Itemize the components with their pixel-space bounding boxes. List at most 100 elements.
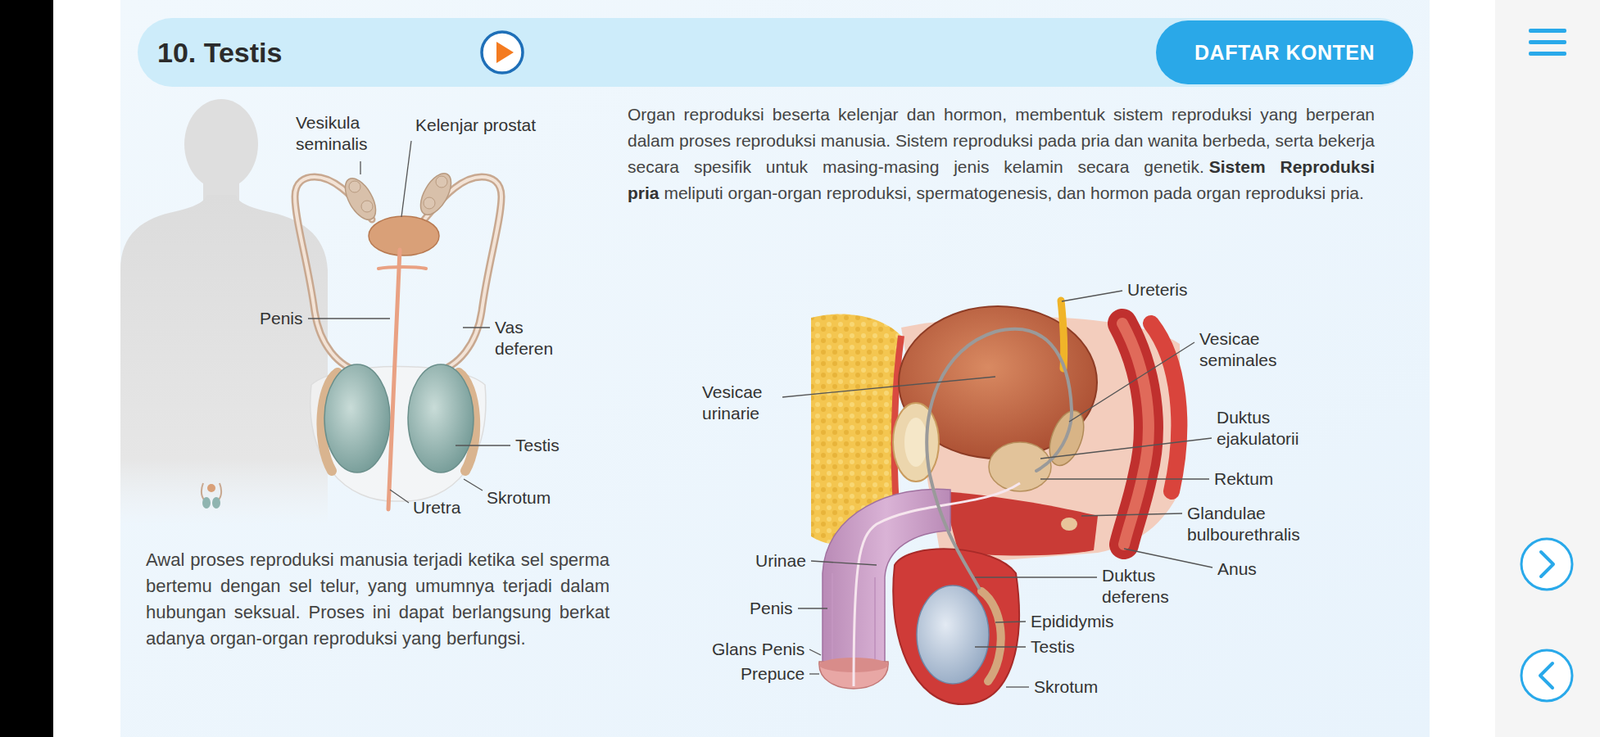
- part-label: Epididymis: [1030, 611, 1115, 633]
- seminal-vesicle: [349, 181, 361, 193]
- part-label: Testis: [515, 435, 560, 457]
- seminal-vesicle: [435, 176, 448, 188]
- part-label: Ureteris: [1127, 279, 1188, 301]
- body-text: meliputi organ-organ reproduksi, spermat…: [663, 183, 1365, 203]
- organ-side-view: [822, 489, 951, 666]
- page-background: [1495, 0, 1600, 737]
- leader-line: [1040, 478, 1210, 480]
- part-label: Glans Penis: [711, 639, 805, 661]
- menu-icon: [1528, 28, 1567, 33]
- leader-line: [809, 649, 821, 656]
- body-paragraph: Organ reproduksi beserta kelenjar dan ho…: [627, 101, 1375, 207]
- title-band: 10. Testis DAFTAR KONTEN: [137, 18, 1414, 87]
- leader-line: [1006, 686, 1029, 688]
- organ-side-view: [892, 403, 939, 482]
- organ-side-view: [811, 300, 1180, 705]
- page-background: [0, 0, 54, 737]
- part-label: Vas deferen: [494, 317, 569, 360]
- part-label: Urinae: [755, 550, 807, 572]
- organ-front-view: [294, 168, 502, 510]
- prev-arrow: [1521, 650, 1573, 702]
- thumbnail-organs: [201, 483, 222, 509]
- node-text: 10. Testis: [157, 36, 282, 69]
- leader-line: [455, 444, 511, 446]
- leader-line: [308, 317, 390, 319]
- organ-front-view: [368, 216, 440, 256]
- leader-line: [811, 561, 877, 566]
- part-label: Glandulae bulbourethralis: [1187, 503, 1335, 546]
- next-arrow: [1541, 552, 1554, 577]
- organ-front-view: [324, 364, 390, 473]
- part-label: Penis: [259, 308, 304, 330]
- leader-line: [974, 576, 1097, 578]
- organ-side-view: [1060, 517, 1078, 531]
- body-silhouette: [120, 99, 328, 526]
- leader-line: [797, 607, 828, 609]
- part-label: Testis: [1030, 636, 1075, 658]
- prev-arrow: [1521, 650, 1573, 702]
- leader-line: [401, 140, 412, 218]
- body-text: Awal proses reproduksi manusia terjadi k…: [145, 549, 610, 649]
- leader-line: [782, 376, 996, 398]
- leader-line: [389, 489, 409, 504]
- leader-line: [1069, 342, 1195, 422]
- play-icon: [479, 29, 526, 76]
- thumbnail-organs: [212, 497, 221, 509]
- leader-line: [1081, 513, 1183, 517]
- body-silhouette: [120, 194, 328, 526]
- leader-line: [974, 646, 1026, 648]
- play-icon: [496, 41, 514, 64]
- content-button: DAFTAR KONTEN: [1155, 20, 1414, 85]
- part-label: Uretra: [412, 497, 461, 519]
- organ-side-view: [981, 591, 1002, 682]
- organ-side-view: [1122, 323, 1149, 545]
- play-icon: [481, 31, 523, 73]
- seminal-vesicle: [414, 168, 458, 220]
- next-arrow: [1521, 539, 1573, 590]
- leader-line: [809, 673, 820, 675]
- organ-side-view: [904, 417, 928, 467]
- part-label: Duktus deferens: [1101, 565, 1197, 608]
- part-label: Prepuce: [740, 663, 805, 685]
- leader-line: [1040, 438, 1212, 459]
- thumbnail-organs: [207, 484, 216, 493]
- organ-side-view: [1122, 323, 1149, 545]
- body-silhouette: [184, 99, 259, 190]
- organ-side-view: [926, 329, 1072, 589]
- part-label: Anus: [1217, 558, 1257, 581]
- leader-line: [995, 621, 1026, 623]
- leader-line: [308, 140, 511, 504]
- part-label: Kelenjar prostat: [415, 114, 536, 136]
- prev-arrow: [1540, 663, 1553, 689]
- page-background: [120, 0, 1430, 737]
- part-label: Skrotum: [1033, 676, 1098, 699]
- organ-side-view: [892, 548, 1020, 705]
- leader-line: [1124, 548, 1213, 568]
- seminal-vesicle: [339, 173, 382, 225]
- leader-line: [463, 479, 483, 491]
- organ-side-view: [853, 483, 1020, 687]
- leader-line: [1061, 290, 1123, 302]
- part-label: Vesicae urinarie: [702, 381, 778, 425]
- organ-front-view: [378, 267, 427, 269]
- leader-line: [782, 290, 1213, 688]
- menu-icon: [1528, 28, 1567, 56]
- organ-front-view: [388, 249, 400, 510]
- node-text: DAFTAR KONTEN: [1194, 40, 1375, 65]
- leader-line: [359, 161, 361, 175]
- part-label: Skrotum: [486, 487, 551, 509]
- seminal-vesicle: [423, 197, 436, 209]
- leader-line: [462, 326, 490, 328]
- organ-front-view: [407, 364, 474, 473]
- part-label: Rektum: [1214, 468, 1274, 490]
- menu-icon: [1528, 51, 1567, 56]
- part-label: Duktus ejakulatorii: [1216, 407, 1340, 450]
- next-arrow: [1521, 539, 1573, 590]
- part-label: Vesicae seminales: [1199, 328, 1298, 372]
- part-label: Penis: [749, 598, 794, 620]
- body-paragraph: Awal proses reproduksi manusia terjadi k…: [145, 547, 610, 653]
- thumbnail-organs: [202, 497, 211, 509]
- seminal-vesicle: [361, 200, 373, 213]
